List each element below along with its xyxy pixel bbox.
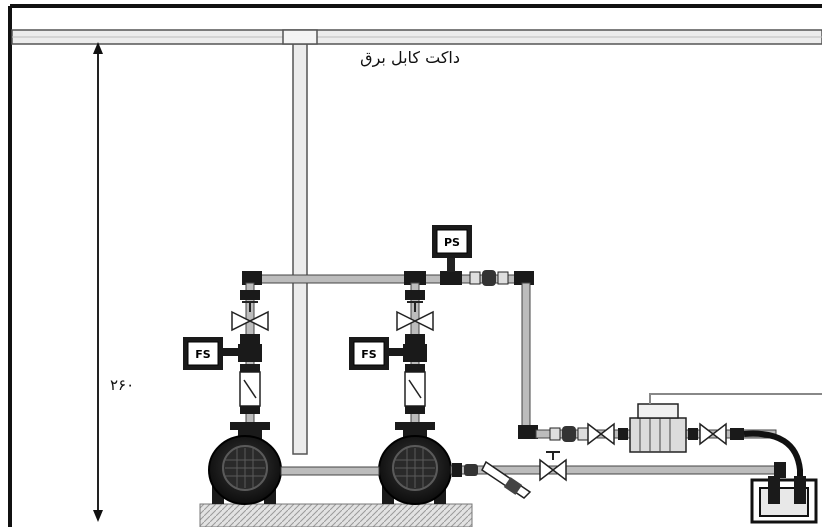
meter-line <box>518 282 822 498</box>
cable-duct <box>11 29 822 455</box>
height-dimension <box>93 42 103 522</box>
flow-switch-right-label: FS <box>361 348 377 361</box>
pump-left <box>208 435 282 505</box>
room-frame <box>8 4 822 527</box>
suction-pipe <box>280 451 786 499</box>
flow-switch-left-label: FS <box>195 348 211 361</box>
pump-base <box>199 503 473 527</box>
flow-switch-left: FS <box>183 337 223 370</box>
left-pump-riser <box>222 282 270 440</box>
height-dimension-label: ۲۶۰ <box>110 376 135 394</box>
pump-right <box>378 435 452 505</box>
flow-switch-right: FS <box>349 337 389 370</box>
cable-duct-label: داکت کابل برق <box>360 48 460 67</box>
storage-tank <box>750 476 818 524</box>
right-pump-riser <box>387 282 435 440</box>
discharge-header-pipe <box>242 270 534 286</box>
pressure-switch: PS <box>432 225 472 272</box>
pressure-switch-label: PS <box>444 236 460 249</box>
